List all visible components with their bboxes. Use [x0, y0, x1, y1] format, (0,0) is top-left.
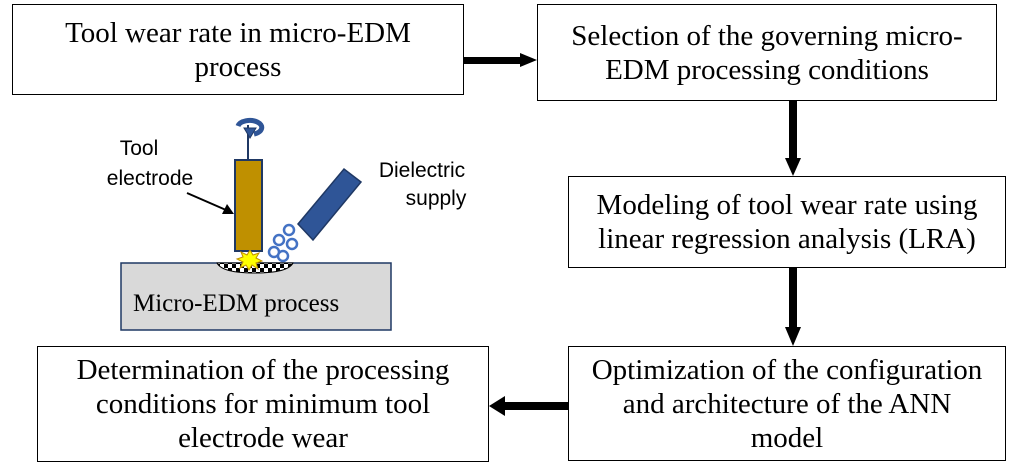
dielectric-bubbles: [267, 223, 299, 263]
electrode-label: electrode: [107, 167, 193, 190]
machined-crater: [216, 262, 294, 274]
step-tool-wear-rate-box: Tool wear rate in micro-EDM process: [12, 4, 464, 95]
step-1-line-1: Tool wear rate in micro-EDM: [65, 16, 411, 49]
arrow-step1-to-step2: [464, 53, 537, 67]
step-modeling-box: Modeling of tool wear rate using linear …: [568, 176, 1006, 268]
step-5-line-1: Determination of the processing: [76, 354, 450, 386]
step-determination-box: Determination of the processing conditio…: [37, 346, 489, 462]
tool-label: Tool: [120, 137, 159, 160]
micro-edm-illustration: Tool electrode Dielectric supply Micro-E…: [107, 117, 467, 331]
step-optimization-box: Optimization of the configuration and ar…: [568, 346, 1006, 461]
step-3-line-2: linear regression analysis (LRA): [598, 223, 976, 255]
arrow-step4-to-step5: [489, 396, 568, 416]
step-selection-box: Selection of the governing micro- EDM pr…: [537, 4, 997, 101]
step-2-line-2: EDM processing conditions: [605, 53, 929, 86]
spark-icon: [235, 249, 264, 271]
step-4-line-3: model: [750, 421, 824, 454]
arrow-step2-to-step3: [785, 101, 801, 176]
dielectric-nozzle: [296, 167, 363, 242]
step-4-line-2: and architecture of the ANN: [622, 387, 952, 420]
rotation-arrow-icon: [235, 117, 265, 160]
arrow-step3-to-step4: [785, 268, 801, 346]
micro-edm-process-label: Micro-EDM process: [133, 290, 339, 317]
workpiece-block: [120, 262, 392, 331]
step-4-line-1: Optimization of the configuration: [591, 353, 983, 386]
step-1-line-2: process: [194, 50, 282, 83]
dielectric-label: Dielectric: [379, 159, 465, 182]
step-5-line-2: conditions for minimum tool: [95, 388, 431, 420]
step-5-line-3: electrode wear: [178, 422, 348, 454]
supply-label: supply: [406, 187, 467, 210]
step-3-line-1: Modeling of tool wear rate using: [596, 189, 978, 221]
tool-electrode: [234, 159, 263, 252]
step-2-line-1: Selection of the governing micro-: [571, 19, 963, 52]
